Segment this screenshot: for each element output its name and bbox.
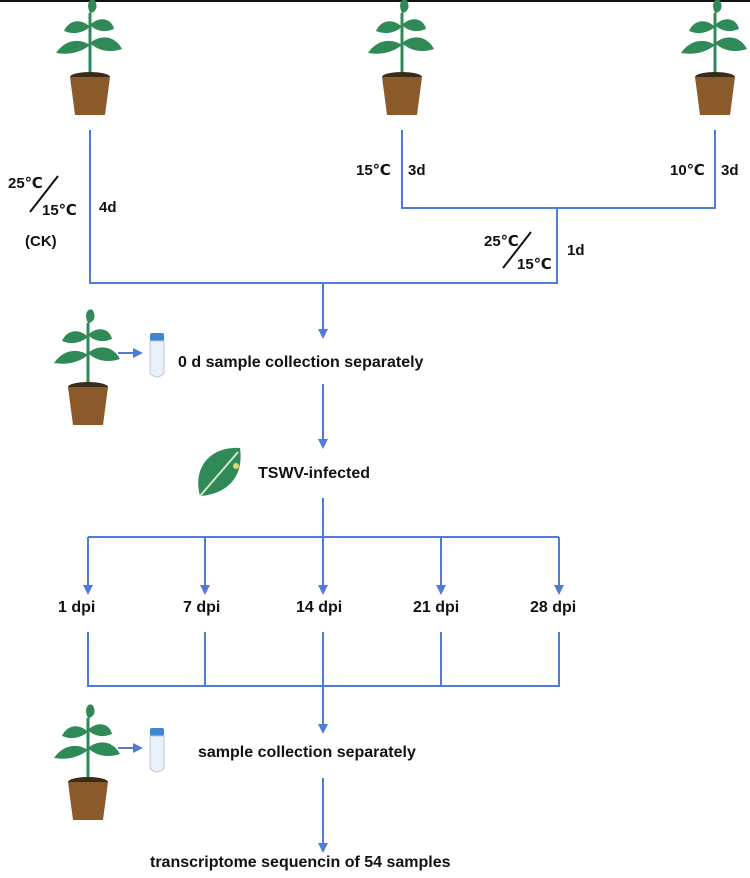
virus-leaf-icon	[198, 447, 241, 497]
ck-temp-low: 15℃	[42, 202, 77, 219]
final-collection-label: sample collection separately	[198, 744, 416, 761]
temp-10c: 10℃	[670, 162, 705, 179]
cold-branch-line	[401, 130, 716, 209]
day0-collection-label: 0 d sample collection separately	[178, 354, 424, 371]
recover-temp-slash	[502, 231, 532, 269]
split-line	[88, 498, 559, 538]
tswv-infected-label: TSWV-infected	[258, 465, 371, 482]
ck-temp-slash	[29, 175, 59, 213]
timepoint-7dpi: 7 dpi	[183, 599, 221, 616]
plant-10c-icon	[679, 0, 749, 117]
temp-10c-duration: 3d	[721, 162, 739, 179]
sample-tube-final-icon	[149, 727, 165, 773]
plant-day0-icon	[52, 307, 122, 427]
timepoint-28dpi: 28 dpi	[530, 599, 577, 616]
plant-final-icon	[52, 702, 122, 822]
timepoint-14dpi: 14 dpi	[296, 599, 343, 616]
sequencing-label: transcriptome sequencin of 54 samples	[150, 854, 451, 871]
recover-temp-high: 25℃	[484, 233, 519, 250]
recover-temp-low: 15℃	[517, 256, 552, 273]
timepoint-21dpi: 21 dpi	[413, 599, 460, 616]
recover-duration: 1d	[567, 242, 585, 259]
temp-15c-duration: 3d	[408, 162, 426, 179]
plant-ck-icon	[54, 0, 124, 117]
ck-branch-line	[89, 130, 558, 284]
sample-tube-day0-icon	[149, 332, 165, 378]
merge-line	[87, 632, 560, 687]
ck-temp-high: 25℃	[8, 175, 43, 192]
plant-15c-icon	[366, 0, 436, 117]
temp-15c: 15℃	[356, 162, 391, 179]
top-border	[0, 0, 750, 2]
ck-tag: (CK)	[25, 233, 57, 250]
timepoint-1dpi: 1 dpi	[58, 599, 96, 616]
ck-duration: 4d	[99, 199, 117, 216]
